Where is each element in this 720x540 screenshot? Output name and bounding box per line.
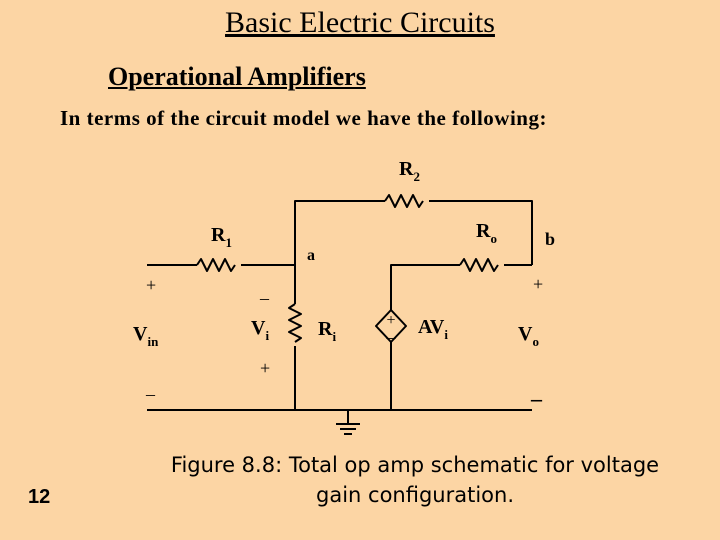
resistor-r2 [384, 194, 424, 208]
page-number: 12 [28, 486, 51, 508]
resistor-ri [288, 303, 302, 343]
wire-source-top [390, 264, 460, 310]
resistor-ro [459, 258, 499, 272]
slide-title: Basic Electric Circuits [225, 6, 495, 39]
label-vo: Vo [518, 323, 539, 349]
label-r1: R1 [211, 224, 232, 250]
wire-top-left [294, 200, 385, 265]
figure-caption: Figure 8.8: Total op amp schematic for v… [170, 453, 660, 507]
ground-symbol [336, 423, 360, 435]
resistor-r1 [196, 258, 236, 272]
label-node-b: b [545, 229, 555, 249]
source-minus-sign: – [386, 327, 397, 347]
label-ri: Ri [318, 318, 336, 344]
label-ro: Ro [476, 220, 497, 246]
label-node-a: a [307, 247, 315, 264]
wire-top-right [429, 200, 533, 265]
label-source-gain: AVi [418, 316, 448, 342]
vo-plus-sign: + [533, 274, 543, 294]
intro-text: In terms of the circuit model we have th… [60, 106, 547, 130]
vin-plus-sign: + [146, 275, 156, 295]
slide-subtitle: Operational Amplifiers [108, 62, 366, 91]
label-vin: Vin [133, 323, 159, 349]
vi-minus-sign: – [259, 288, 270, 308]
source-plus-sign: + [386, 312, 395, 329]
label-r2: R2 [399, 158, 420, 184]
vi-plus-sign: + [260, 358, 270, 378]
vo-minus-sign: – [530, 386, 543, 411]
vin-minus-sign: – [145, 384, 156, 404]
label-vi: Vi [251, 317, 269, 343]
